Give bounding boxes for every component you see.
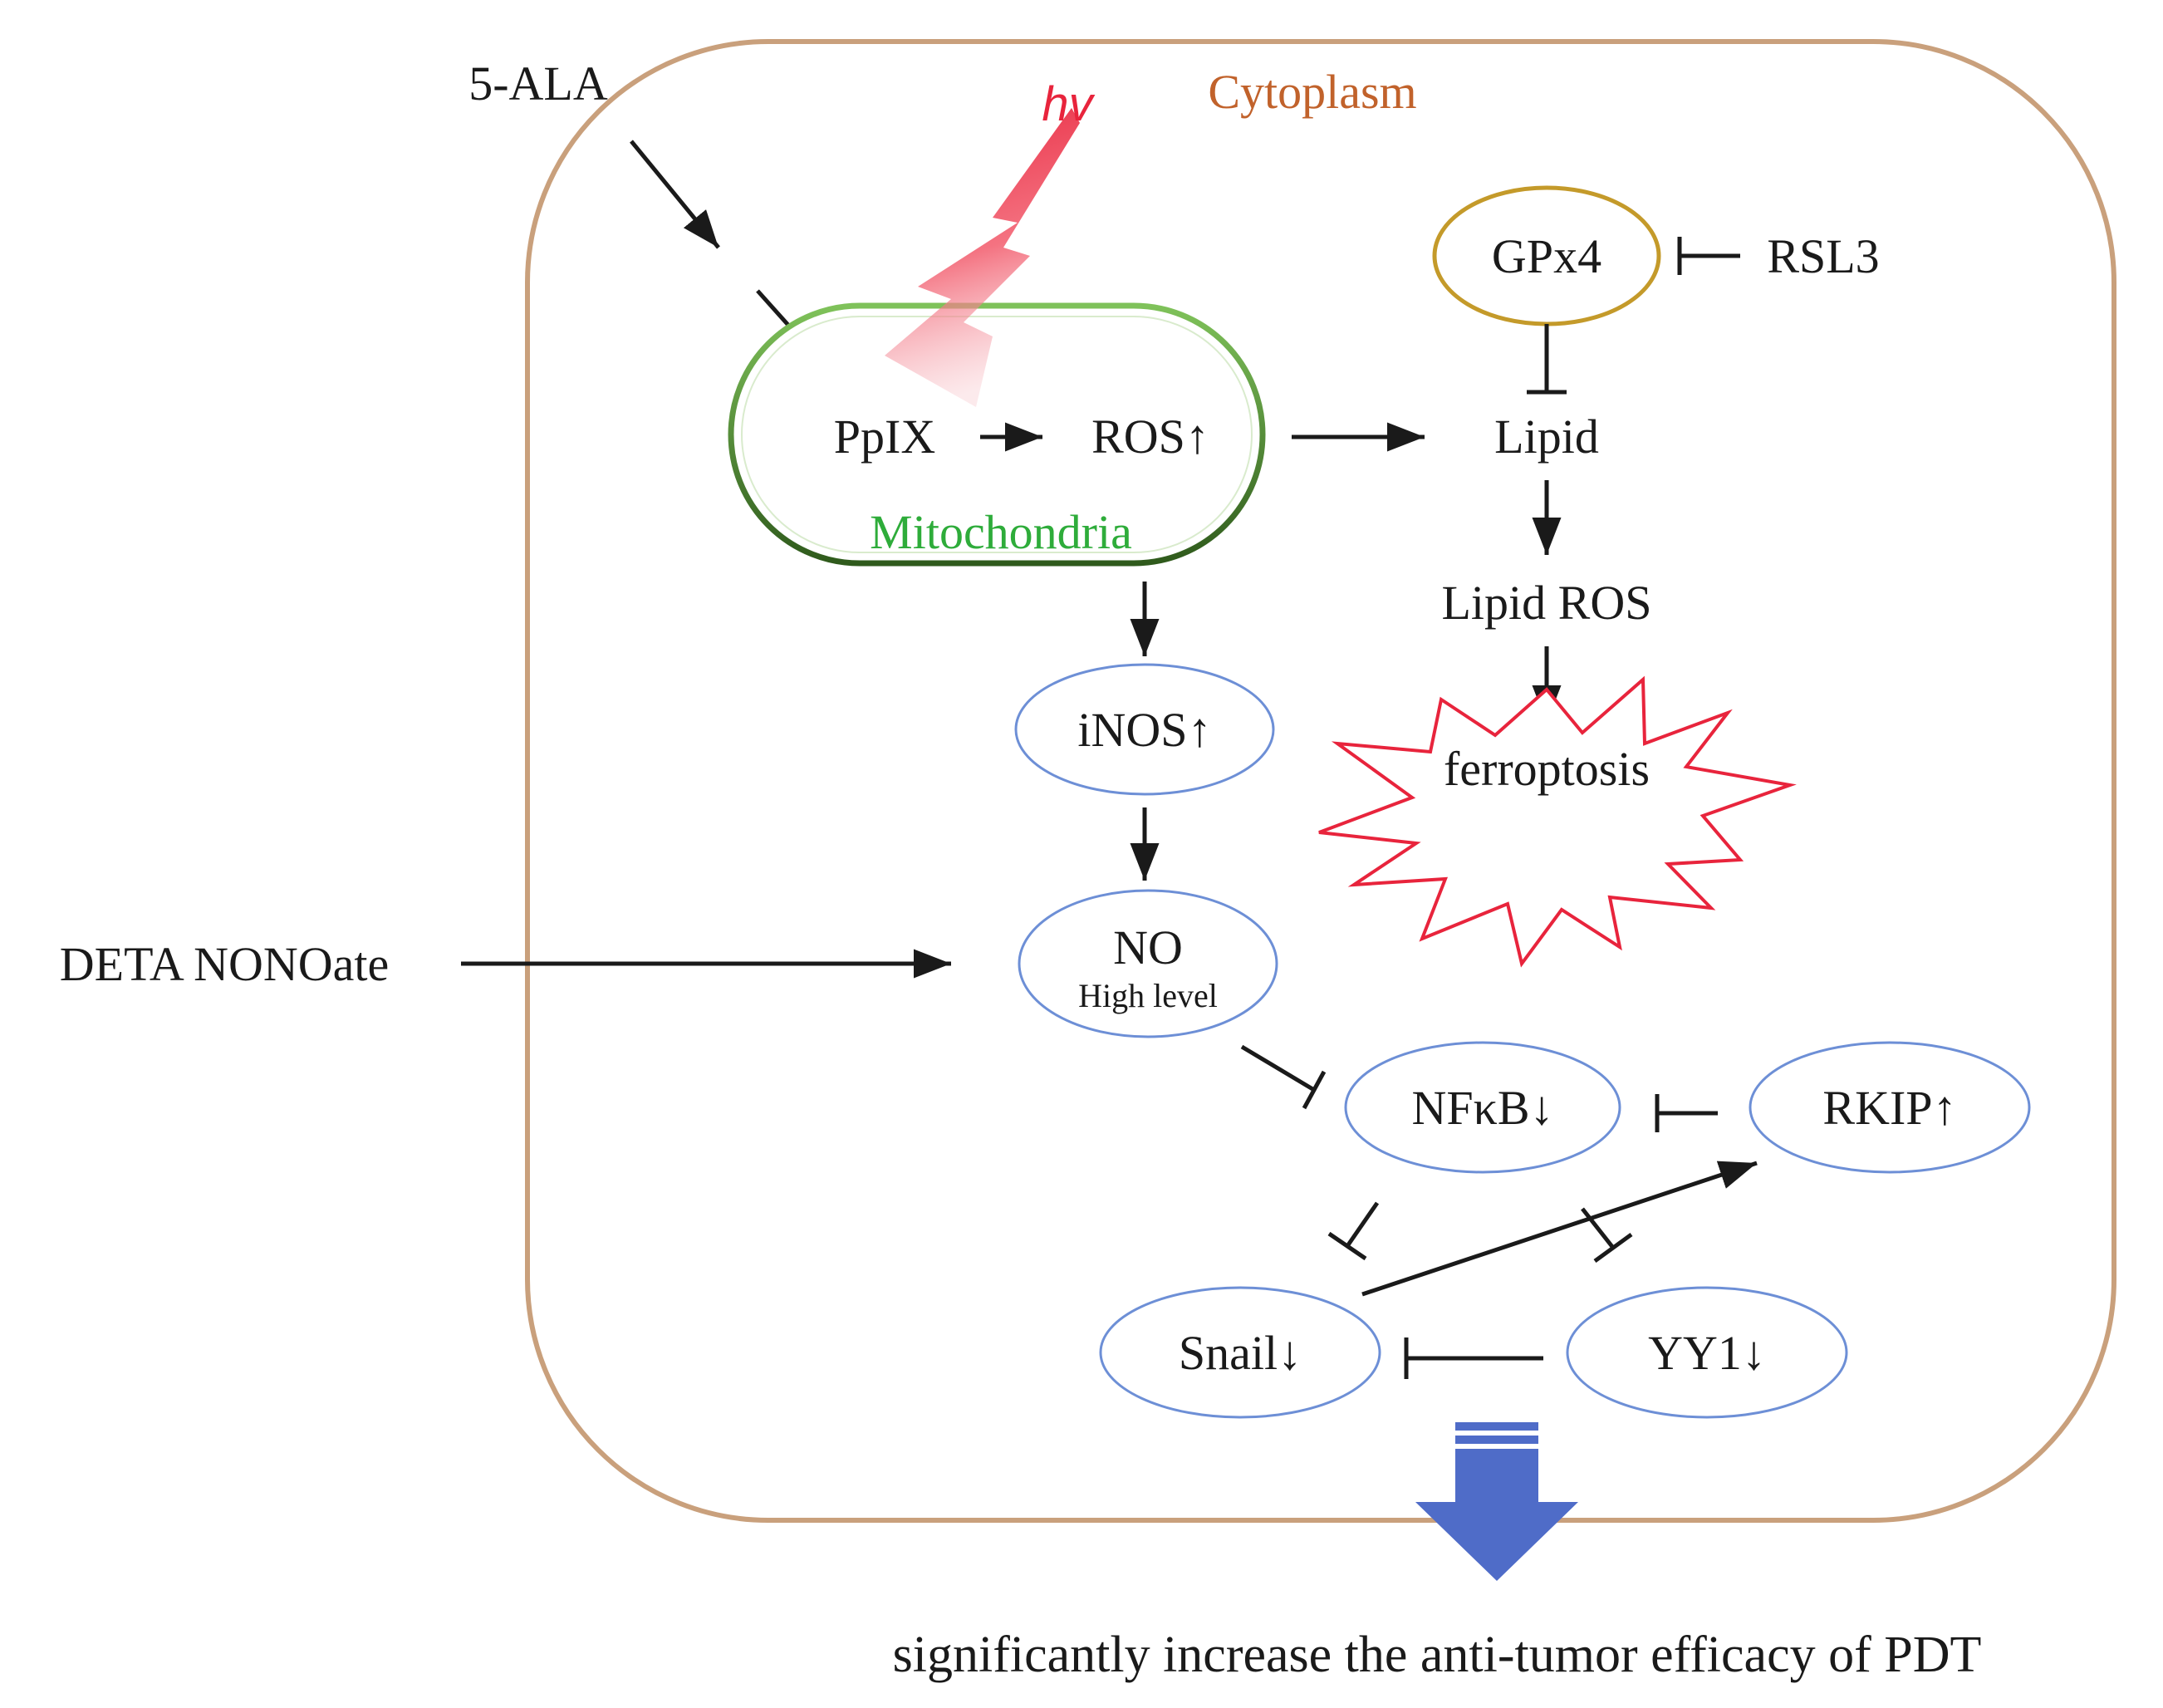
gpx4-label: GPx4: [1492, 229, 1601, 283]
inos-label: iNOS↑: [1077, 703, 1211, 757]
yy1-label: YY1↓: [1648, 1326, 1766, 1380]
nfkb-label: NFκB↓: [1411, 1081, 1553, 1135]
no-node: [1018, 889, 1278, 1038]
ferroptosis-label: ferroptosis: [1444, 742, 1650, 796]
cytoplasm-label: Cytoplasm: [1208, 65, 1416, 119]
no-inhibits-nfkb: [1240, 1044, 1316, 1092]
lipid-ros-node: Lipid ROS: [1442, 576, 1652, 630]
yy1-node: [1566, 1286, 1848, 1419]
no-sublabel: High level: [1078, 977, 1218, 1014]
snail-label: Snail↓: [1179, 1326, 1302, 1380]
ros-node: ROS↑: [1091, 410, 1209, 464]
mitochondria-label: Mitochondria: [870, 505, 1132, 559]
ala-to-cell-arrow: [630, 140, 720, 249]
light-label: hv: [1042, 77, 1095, 131]
snail-to-rkip-arrow: [1361, 1161, 1758, 1297]
mitochondria: [728, 302, 1266, 567]
rkip-node: [1749, 1041, 2031, 1174]
rsl3-label: RSL3: [1767, 229, 1879, 283]
ala-label: 5-ALA: [468, 56, 608, 110]
deta-label: DETA NONOate: [60, 937, 389, 991]
nfkb-inhibits-snail: [1345, 1201, 1380, 1248]
nfkb-node: [1344, 1041, 1621, 1174]
lipid-node: Lipid: [1494, 410, 1599, 464]
nfkb-inhibits-yy1: [1581, 1207, 1615, 1249]
ferroptosis-burst: [1318, 675, 1797, 968]
inos-node: [1014, 663, 1275, 796]
snail-node: [1099, 1286, 1381, 1419]
no-label: NO: [1113, 920, 1183, 974]
ppix-node: PpIX: [834, 410, 935, 464]
outcome-arrow-icon: [1415, 1422, 1578, 1581]
outcome-text: significantly increase the anti-tumor ef…: [893, 1627, 1982, 1683]
rkip-label: RKIP↑: [1822, 1081, 1956, 1135]
light-bolt-icon: [885, 108, 1080, 407]
